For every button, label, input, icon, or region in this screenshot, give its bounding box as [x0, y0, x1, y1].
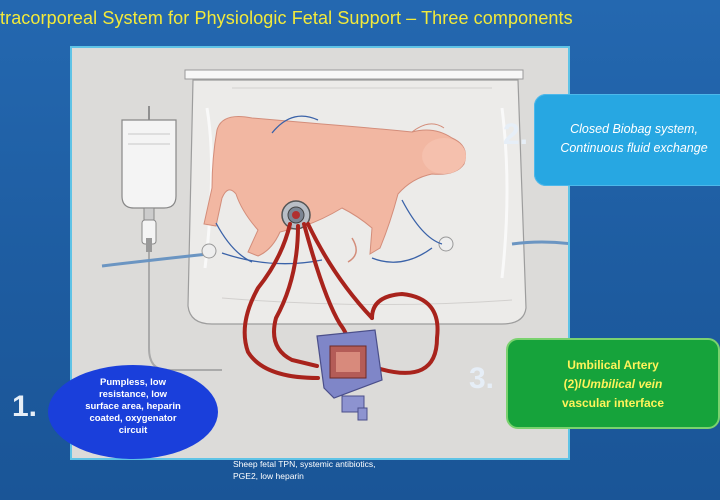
fetal-lamb-icon	[203, 116, 466, 263]
component-3-box: Umbilical Artery (2)/Umbilical vein vasc…	[506, 338, 720, 429]
biobag-illustration	[101, 69, 568, 421]
component-2-box: Closed Biobag system, Continuous fluid e…	[534, 94, 720, 186]
component-3-line-2b: Umbilical vein	[581, 377, 663, 391]
component-number-1: 1.	[12, 390, 38, 423]
component-number-2: 2.	[503, 118, 529, 151]
component-1-line-5: circuit	[118, 425, 148, 436]
caption-line-1: Sheep fetal TPN, systemic antibiotics,	[233, 459, 376, 469]
component-2-line-2: Continuous fluid exchange	[560, 141, 708, 155]
component-number-3: 3.	[469, 362, 495, 395]
flow-arrows-icon	[215, 115, 443, 265]
component-1-oval: Pumpless, low resistance, low surface ar…	[48, 365, 218, 459]
treatment-caption: Sheep fetal TPN, systemic antibiotics, P…	[233, 458, 443, 482]
caption-line-2: PGE2, low heparin	[233, 471, 304, 481]
component-1-line-1: Pumpless, low	[100, 377, 166, 388]
component-1-line-4: coated, oxygenator	[89, 413, 177, 424]
oxygenator-icon	[316, 329, 383, 421]
component-3-line-2: (2)/Umbilical vein	[508, 375, 718, 394]
iv-bag-icon	[121, 106, 222, 371]
component-2-line-1: Closed Biobag system,	[570, 122, 698, 136]
component-3-line-3: vascular interface	[561, 396, 665, 410]
illustration-panel	[70, 46, 570, 460]
component-1-line-2: resistance, low	[98, 389, 168, 400]
component-3-line-2a: (2)/	[563, 377, 582, 391]
component-1-line-3: surface area, heparin	[85, 401, 181, 412]
component-3-line-1: Umbilical Artery	[567, 358, 659, 372]
slide-title: tracorporeal System for Physiologic Feta…	[0, 8, 573, 28]
